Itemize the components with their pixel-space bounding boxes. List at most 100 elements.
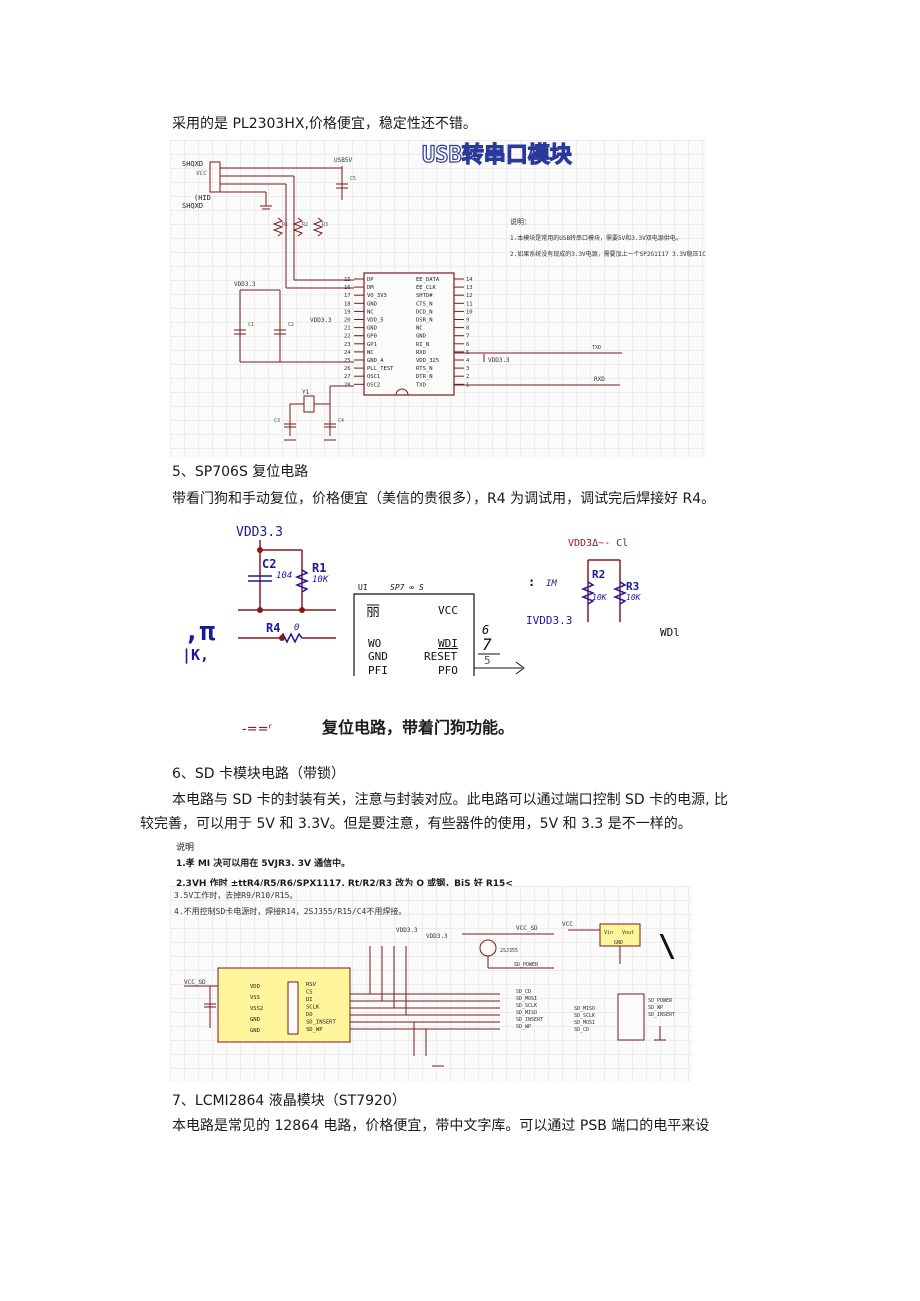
net-label-top: TXD	[592, 345, 601, 351]
mosfet-label: 2SJ355	[500, 948, 518, 954]
reset-glyph-2: |K,	[182, 646, 209, 665]
pl2303-left-pin-num: 22	[344, 334, 351, 340]
pl2303-right-pin-num: 4	[466, 358, 470, 364]
sd-conn-right-label: SD_WP	[648, 1005, 663, 1011]
reset-r4-label: R4	[266, 621, 280, 635]
paragraph-6b: 较完善，可以用于 5V 和 3.3V。但是要注意，有些器件的使用，5V 和 3.…	[140, 816, 692, 832]
sd-net-label: SD_MISO	[516, 1010, 537, 1016]
pl2303-left-pin-num: 20	[344, 318, 351, 324]
sd-net-label: SD_MOSI	[516, 996, 537, 1002]
usb-note-title: 说明：	[510, 217, 531, 226]
res-r3-label: R3	[322, 222, 328, 228]
reset-pin-right-2: WDI	[438, 637, 458, 650]
sd-right-pin: DI	[306, 997, 313, 1003]
usb-connector	[209, 161, 221, 193]
heading-5: 5、SP706S 复位电路	[172, 464, 309, 480]
pl2303-right-pin-name: VDD_325	[416, 358, 439, 364]
sd-right-pin: DO	[306, 1012, 313, 1018]
pl2303-right-pin-name: DCD_N	[416, 309, 433, 315]
paragraph-5: 带看门狗和手动复位，价格便宜（美信的贵很多），R4 为调试用，调试完后焊接好 R…	[172, 491, 716, 507]
resistor-group	[272, 217, 324, 237]
reset-pin-left-3: GND	[368, 650, 388, 663]
pl2303-right-pin-name: SHTD#	[416, 293, 433, 299]
reset-vdd-label: VDD3.3	[236, 525, 283, 540]
sd-conn-right-label: SD_POWER	[648, 998, 673, 1004]
sd-note-1: 1.孝 MI 决可以用在 5VJR3. 3V 通信中。	[176, 859, 351, 869]
reset-r1-value: 10K	[312, 575, 329, 585]
pl2303-right-pin-name: TXD	[416, 382, 426, 388]
pl2303-right-pin-name: EE_DATA	[416, 277, 440, 283]
sd-power-label: SD_POWER	[514, 962, 539, 968]
sd-left-pin: GND	[250, 1028, 260, 1034]
reset-caption: 复位电路，带着门狗功能。	[322, 718, 515, 737]
reset-right-vdd: VDD3Δ~- Cl	[568, 538, 628, 549]
cap-c4-label: C4	[338, 418, 344, 424]
reset-ic-label: SP7 ∞ S	[390, 583, 424, 592]
pl2303-left-pin-name: PLL_TEST	[367, 366, 394, 372]
pl2303-left-pin-name: GND_A	[367, 358, 384, 364]
reset-ivdd-label: IVDD3.3	[526, 614, 572, 627]
sd-card-schematic: 3.5V工作时，去掉R9/R10/R15。 4.不用控制SD卡电源时，焊接R14…	[170, 886, 730, 1082]
usb-note-2: 2.如果系统没有现成的3.3V电源，需要加上一个SP2G1117 3.3V稳压I…	[510, 250, 706, 258]
pl2303-left-pin-num: 15	[344, 277, 351, 283]
pl2303-right-pin-name: RTS_N	[416, 366, 433, 372]
reset-caption-prefix: -==ʳ	[242, 722, 272, 737]
heading-6: 6、SD 卡模块电路（带锁）	[172, 766, 346, 782]
cap-c3-label: C3	[274, 418, 280, 424]
reset-ic-ref: UI	[358, 583, 368, 592]
reset-r3-label: R3	[626, 580, 639, 593]
conn-label-2: VCC	[196, 170, 207, 177]
heading-7: 7、LCMI2864 液晶模块（ST7920）	[172, 1093, 406, 1109]
vdd33-label-right: VDD3.3	[488, 357, 510, 364]
sd-net-label: SD_WP	[516, 1024, 531, 1030]
pl2303-left-pin-num: 25	[344, 358, 351, 364]
reset-pin-right-1: VCC	[438, 604, 458, 617]
sd-right-pin: SD_INSERT	[306, 1020, 336, 1026]
reset-r2-value: 10K	[592, 593, 608, 602]
sd-conn-right-label: SD_INSERT	[648, 1012, 675, 1018]
sd-right-pin: CS	[306, 990, 313, 996]
cap-c5-label: C5	[350, 176, 356, 182]
sd-left-pin: GND	[250, 1017, 260, 1023]
sd-note-4: 4.不用控制SD卡电源时，焊接R14，2SJ355/R15/C4不用焊接。	[174, 906, 406, 916]
pl2303-left-pin-num: 18	[344, 301, 351, 307]
pl2303-right-pin-num: 12	[466, 293, 473, 299]
usb-title: USB转串口模块	[422, 142, 573, 168]
vdd33-label-mid: VDD3.3	[310, 317, 332, 324]
conn-label-4: SHQXD	[182, 202, 203, 210]
pl2303-right-pin-num: 6	[466, 342, 469, 348]
sd-connector	[617, 993, 645, 1041]
pl2303-left-pin-num: 16	[344, 285, 351, 291]
reset-ic-body	[353, 593, 475, 676]
pl2303-right-pin-num: 8	[466, 326, 469, 332]
sd-vdd33-label: VDD3.3	[396, 927, 418, 934]
pl2303-right-pin-num: 9	[466, 318, 469, 324]
sd-note-2: 2.3VH 作时 ±ttR4/R5/R6/SPX1117, Rt/R2/R3 改…	[176, 879, 513, 886]
pl2303-left-pin-num: 28	[344, 382, 351, 388]
reset-resistor-r3	[612, 581, 628, 605]
reset-wdi-label: WDl	[660, 626, 680, 639]
sd-net-label: SD_INSERT	[516, 1017, 543, 1023]
sd-right-pin: SD_WP	[306, 1027, 323, 1033]
pl2303-left-pin-num: 26	[344, 366, 351, 372]
pl2303-left-pin-name: GP0	[367, 334, 377, 340]
pl2303-right-pins: 14EE_DATA13EE_CLK12SHTD#11CTS_N10DCD_N9D…	[416, 277, 473, 388]
pl2303-right-pin-num: 14	[466, 277, 473, 283]
sd-conn-left-label: SD_MISO	[574, 1006, 595, 1012]
reset-r1-label: R1	[312, 561, 326, 575]
pl2303-left-pin-name: VO_3V3	[367, 293, 387, 299]
pl2303-left-pin-num: 17	[344, 293, 351, 299]
sd-conn-left-label: SD_CD	[574, 1027, 589, 1033]
pl2303-right-pin-num: 13	[466, 285, 473, 291]
pl2303-right-pin-num: 11	[466, 301, 473, 307]
sd-left-pin: VDD	[250, 984, 260, 990]
usb-serial-schematic: USB转串口模块 说明： 1.本模块是常用的USB转串口模块，需要5V和3.3V…	[170, 140, 712, 458]
sd-vcc-label: VCC	[562, 921, 573, 928]
sd-right-pin: SCLK	[306, 1005, 320, 1011]
pl2303-left-pin-name: OSC1	[367, 374, 380, 380]
reset-pin-num-6: 6	[482, 623, 489, 637]
reg-gnd-label: GND	[614, 940, 623, 946]
reset-r4-value: 0	[294, 623, 299, 633]
sd-left-pin: VSS	[250, 995, 260, 1001]
